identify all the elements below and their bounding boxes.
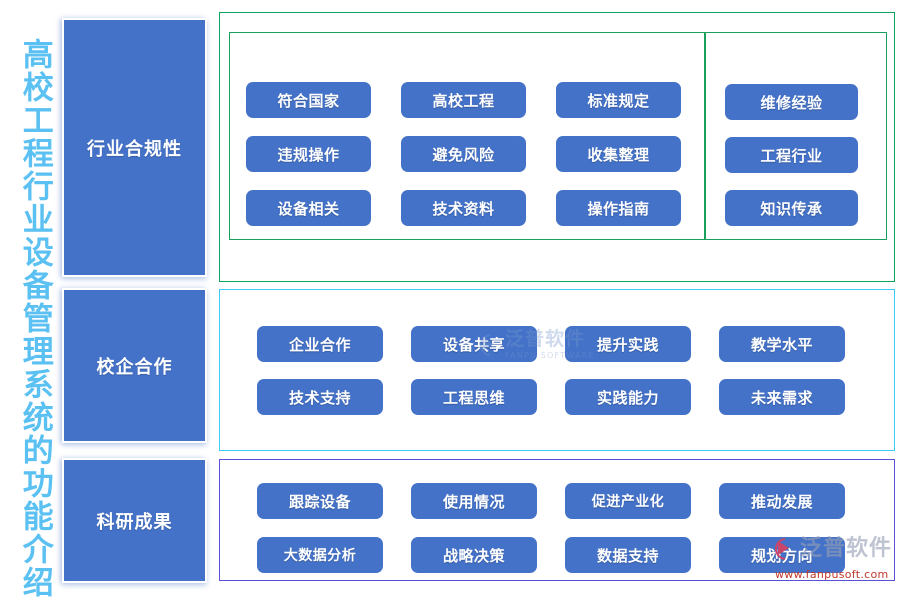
pill-item[interactable]: 技术资料 xyxy=(401,190,526,226)
pill-item[interactable]: 数据支持 xyxy=(565,537,691,573)
diagram-title-text: 高校工程行业设备管理系统的功能介绍 xyxy=(16,38,53,599)
pill-item[interactable]: 跟踪设备 xyxy=(257,483,383,519)
pill-item[interactable]: 战略决策 xyxy=(411,537,537,573)
category-industry-compliance[interactable]: 行业合规性 xyxy=(62,18,207,277)
pill-item[interactable]: 大数据分析 xyxy=(257,537,383,573)
pill-item[interactable]: 标准规定 xyxy=(556,82,681,118)
pill-item[interactable]: 维修经验 xyxy=(725,84,858,120)
pill-item[interactable]: 使用情况 xyxy=(411,483,537,519)
pill-item[interactable]: 实践能力 xyxy=(565,379,691,415)
pill-item[interactable]: 符合国家 xyxy=(246,82,371,118)
pill-item[interactable]: 提升实践 xyxy=(565,326,691,362)
pill-item[interactable]: 教学水平 xyxy=(719,326,845,362)
pill-item[interactable]: 设备相关 xyxy=(246,190,371,226)
pill-item[interactable]: 未来需求 xyxy=(719,379,845,415)
subgroup-compliance-left xyxy=(229,32,705,240)
pill-item[interactable]: 设备共享 xyxy=(411,326,537,362)
category-research-achievements[interactable]: 科研成果 xyxy=(62,458,207,583)
pill-item[interactable]: 操作指南 xyxy=(556,190,681,226)
pill-item[interactable]: 技术支持 xyxy=(257,379,383,415)
pill-item[interactable]: 促进产业化 xyxy=(565,483,691,519)
pill-item[interactable]: 违规操作 xyxy=(246,136,371,172)
diagram-title: 高校工程行业设备管理系统的功能介绍 xyxy=(8,38,60,599)
pill-item[interactable]: 高校工程 xyxy=(401,82,526,118)
pill-item[interactable]: 收集整理 xyxy=(556,136,681,172)
category-school-enterprise-cooperation[interactable]: 校企合作 xyxy=(62,288,207,443)
subgroup-compliance-right xyxy=(705,32,887,240)
pill-item[interactable]: 知识传承 xyxy=(725,190,858,226)
pill-item[interactable]: 工程思维 xyxy=(411,379,537,415)
section-school-enterprise-cooperation xyxy=(219,289,895,451)
pill-item[interactable]: 避免风险 xyxy=(401,136,526,172)
pill-item[interactable]: 推动发展 xyxy=(719,483,845,519)
pill-item[interactable]: 工程行业 xyxy=(725,137,858,173)
pill-item[interactable]: 企业合作 xyxy=(257,326,383,362)
pill-item[interactable]: 规划方向 xyxy=(719,537,845,573)
